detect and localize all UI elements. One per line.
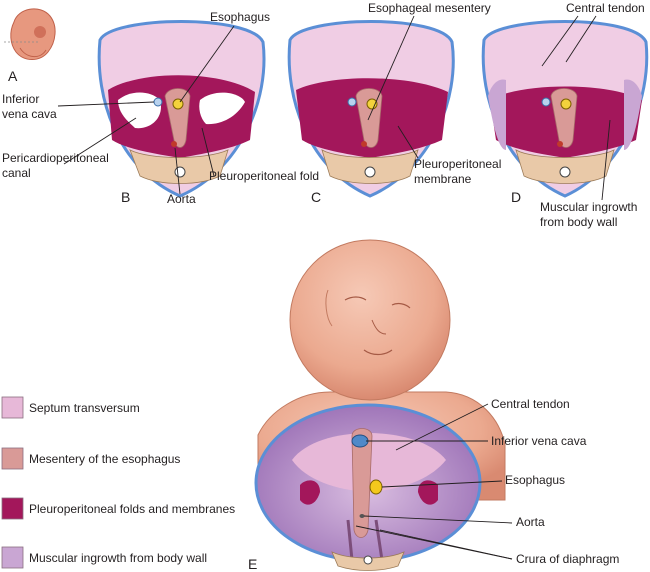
label-e-esophagus: Esophagus <box>505 473 565 487</box>
label-b-ivc-2: vena cava <box>2 107 57 121</box>
legend-swatch <box>1 546 24 569</box>
label-e-crura: Crura of diaphragm <box>516 552 619 566</box>
leader-b-ivc <box>57 101 155 107</box>
leader-d-muscular-ingrowth <box>601 119 611 201</box>
panel-letter-c: C <box>311 189 321 205</box>
leader-e-aorta <box>363 515 513 524</box>
leader-e-esophagus <box>381 480 503 488</box>
label-b-pericardioperitoneal-1: Pericardioperitoneal <box>2 151 109 165</box>
legend-swatch <box>1 396 24 419</box>
label-c-esophageal-mesentery: Esophageal mesentery <box>368 1 491 15</box>
leader-d-central-tendon-1 <box>541 15 579 67</box>
panel-c-cross-section: C <box>287 20 455 205</box>
label-b-ivc-1: Inferior <box>2 92 39 106</box>
legend-item: Muscular ingrowth from body wall <box>1 546 207 569</box>
label-b-aorta: Aorta <box>167 192 196 206</box>
leader-b-esophagus <box>179 25 235 103</box>
legend-swatch <box>1 447 24 470</box>
legend-item: Septum transversum <box>1 396 140 419</box>
panel-letter-a: A <box>8 68 18 84</box>
label-e-inferior-vena-cava: Inferior vena cava <box>491 434 587 448</box>
panel-e-fetus-diaphragm: E <box>248 239 506 572</box>
label-b-pleuroperitoneal-fold: Pleuroperitoneal fold <box>209 169 319 183</box>
leader-b-pericardioperitoneal <box>63 117 137 165</box>
label-d-muscular-ingrowth-1: Muscular ingrowth <box>540 200 637 214</box>
panel-letter-b: B <box>121 189 130 205</box>
panel-b-cross-section: B <box>97 20 266 205</box>
panel-d-cross-section: D <box>481 20 649 205</box>
legend-label: Pleuroperitoneal folds and membranes <box>29 502 235 516</box>
panel-letter-e: E <box>248 556 257 572</box>
legend-label: Mesentery of the esophagus <box>29 452 180 466</box>
leader-b-pleuroperitoneal-fold <box>201 127 215 177</box>
legend-item: Mesentery of the esophagus <box>1 447 180 470</box>
leader-d-central-tendon-2 <box>565 15 597 63</box>
leader-c-esophageal-mesentery <box>367 15 415 121</box>
leader-c-pleuroperitoneal-membrane <box>397 125 419 159</box>
legend-swatch <box>1 497 24 520</box>
label-b-pericardioperitoneal-2: canal <box>2 166 31 180</box>
label-d-muscular-ingrowth-2: from body wall <box>540 215 617 229</box>
panel-letter-d: D <box>511 189 521 205</box>
label-e-aorta: Aorta <box>516 515 545 529</box>
legend-item: Pleuroperitoneal folds and membranes <box>1 497 235 520</box>
legend: Septum transversum Mesentery of the esop… <box>1 396 235 569</box>
legend-label: Muscular ingrowth from body wall <box>29 551 207 565</box>
legend-label: Septum transversum <box>29 401 140 415</box>
label-b-esophagus: Esophagus <box>210 10 270 24</box>
label-c-pleuroperitoneal-membrane-2: membrane <box>414 172 472 186</box>
leader-e-crura-2 <box>355 525 513 560</box>
panel-a-embryo: A <box>4 8 56 84</box>
label-e-central-tendon: Central tendon <box>491 397 570 411</box>
leader-e-central-tendon <box>395 403 489 451</box>
label-d-central-tendon: Central tendon <box>566 1 645 15</box>
leader-b-aorta <box>174 147 181 195</box>
label-c-pleuroperitoneal-membrane-1: Pleuroperitoneal <box>414 157 501 171</box>
